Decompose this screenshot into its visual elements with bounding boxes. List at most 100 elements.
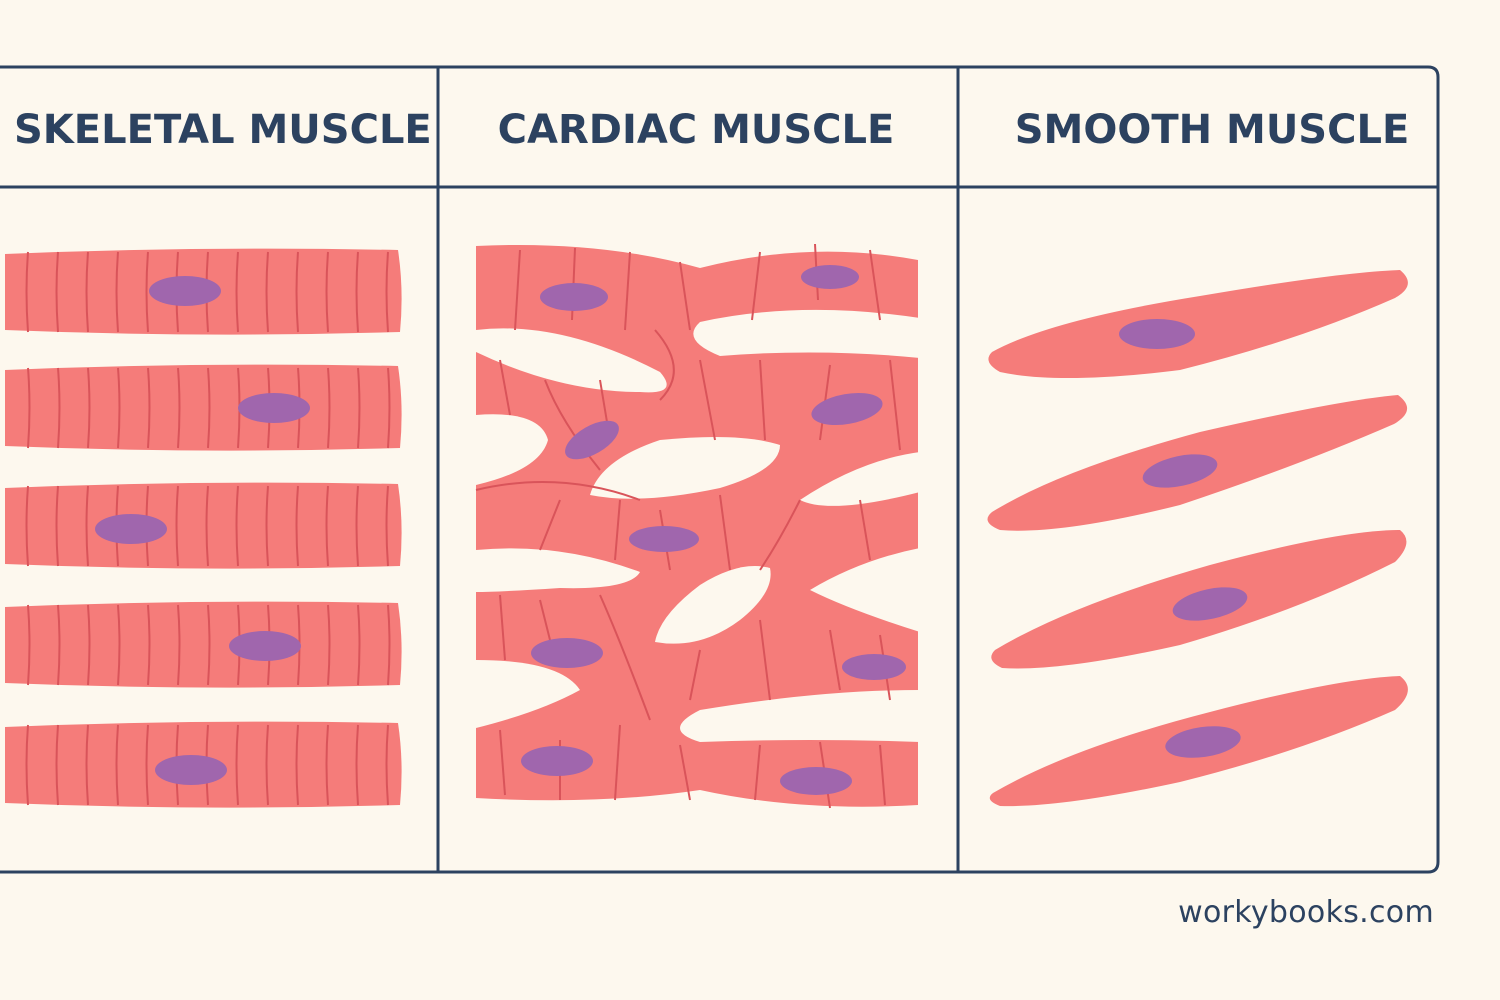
skeletal-striation bbox=[27, 367, 31, 449]
skeletal-striation bbox=[325, 485, 329, 567]
cardiac-nucleus bbox=[565, 420, 619, 460]
cardiac-branch-line bbox=[544, 379, 601, 471]
cardiac-branch-line bbox=[475, 481, 641, 501]
cardiac-muscle-title: CARDIAC MUSCLE bbox=[498, 107, 895, 153]
skeletal-striation bbox=[115, 724, 119, 806]
cardiac-nucleus bbox=[540, 283, 608, 311]
cardiac-branch-line bbox=[829, 629, 841, 691]
skeletal-striation bbox=[55, 724, 59, 806]
skeletal-striation bbox=[325, 251, 329, 333]
skeletal-striation bbox=[235, 251, 239, 333]
cardiac-nucleus bbox=[801, 265, 859, 289]
skeletal-striation bbox=[55, 485, 59, 567]
site-credit: workybooks.com bbox=[1178, 895, 1434, 930]
skeletal-striation bbox=[265, 251, 269, 333]
cardiac-gap bbox=[476, 328, 667, 393]
skeletal-striation bbox=[265, 485, 269, 567]
smooth-cell bbox=[988, 270, 1408, 379]
skeletal-striation bbox=[25, 485, 29, 567]
cardiac-branch-line bbox=[879, 744, 886, 806]
skeletal-muscle-panel bbox=[5, 248, 402, 808]
smooth-nucleus bbox=[1172, 587, 1248, 621]
smooth-nucleus bbox=[1119, 319, 1195, 349]
cardiac-nucleus bbox=[629, 526, 699, 552]
cardiac-branch-line bbox=[759, 499, 801, 571]
cardiac-branch-line bbox=[689, 649, 701, 701]
cardiac-gap bbox=[693, 309, 920, 358]
skeletal-nucleus bbox=[149, 276, 221, 306]
skeletal-striation bbox=[177, 604, 181, 686]
cardiac-gap bbox=[680, 690, 920, 742]
skeletal-striation bbox=[87, 367, 91, 449]
skeletal-striation bbox=[145, 724, 149, 806]
skeletal-striation bbox=[55, 251, 59, 333]
skeletal-striation bbox=[295, 724, 299, 806]
cardiac-nucleus bbox=[521, 746, 593, 776]
skeletal-nucleus bbox=[229, 631, 301, 661]
cardiac-branch-line bbox=[759, 359, 766, 441]
skeletal-striation bbox=[117, 367, 121, 449]
skeletal-striation bbox=[387, 367, 391, 449]
skeletal-striation bbox=[57, 367, 61, 449]
skeletal-striation bbox=[265, 724, 269, 806]
skeletal-striation bbox=[235, 485, 239, 567]
skeletal-striation bbox=[325, 724, 329, 806]
skeletal-striation bbox=[355, 724, 359, 806]
skeletal-striation bbox=[387, 604, 391, 686]
skeletal-striation bbox=[295, 251, 299, 333]
skeletal-striation bbox=[147, 367, 151, 449]
cardiac-gap bbox=[590, 436, 780, 499]
skeletal-muscle-title: SKELETAL MUSCLE bbox=[14, 107, 432, 153]
cardiac-nucleus bbox=[780, 767, 852, 795]
cardiac-branch-line bbox=[719, 494, 731, 571]
skeletal-striation bbox=[207, 604, 211, 686]
skeletal-striation bbox=[327, 367, 331, 449]
skeletal-striation bbox=[27, 604, 31, 686]
cardiac-branch-line bbox=[759, 619, 771, 701]
skeletal-nucleus bbox=[155, 755, 227, 785]
skeletal-striation bbox=[57, 604, 61, 686]
skeletal-striation bbox=[177, 367, 181, 449]
cardiac-branch-line bbox=[679, 744, 691, 801]
cardiac-branch-line bbox=[599, 594, 651, 721]
frame-outline bbox=[0, 65, 1440, 874]
skeletal-striation bbox=[357, 604, 361, 686]
skeletal-striation bbox=[145, 251, 149, 333]
cardiac-nucleus bbox=[531, 638, 603, 668]
skeletal-fiber bbox=[5, 601, 402, 688]
skeletal-striation bbox=[147, 604, 151, 686]
skeletal-striation bbox=[25, 251, 29, 333]
skeletal-striation bbox=[385, 251, 389, 333]
skeletal-striation bbox=[235, 724, 239, 806]
skeletal-nucleus bbox=[238, 393, 310, 423]
smooth-nucleus bbox=[1165, 726, 1241, 758]
table-frame bbox=[0, 65, 1440, 874]
cardiac-gap bbox=[800, 452, 920, 506]
cardiac-branch-line bbox=[614, 499, 621, 561]
cardiac-nucleus bbox=[842, 654, 906, 680]
skeletal-striation bbox=[205, 485, 209, 567]
skeletal-fiber bbox=[5, 364, 402, 451]
cardiac-branch-line bbox=[679, 261, 691, 331]
skeletal-striation bbox=[25, 724, 29, 806]
cardiac-gap bbox=[476, 660, 580, 728]
cardiac-branch-line bbox=[499, 359, 511, 416]
skeletal-striation bbox=[115, 251, 119, 333]
smooth-nucleus bbox=[1142, 454, 1218, 488]
cardiac-muscle-panel bbox=[475, 243, 920, 809]
smooth-muscle-title: SMOOTH MUSCLE bbox=[1015, 107, 1410, 153]
cardiac-branch-line bbox=[514, 249, 521, 331]
cardiac-branch-line bbox=[539, 499, 561, 551]
skeletal-striation bbox=[85, 724, 89, 806]
skeletal-striation bbox=[87, 604, 91, 686]
cardiac-nucleus bbox=[811, 392, 883, 426]
skeletal-striation bbox=[175, 485, 179, 567]
skeletal-striation bbox=[327, 604, 331, 686]
skeletal-nucleus bbox=[95, 514, 167, 544]
cardiac-branch-line bbox=[869, 249, 881, 321]
cardiac-gap bbox=[810, 548, 920, 632]
skeletal-striation bbox=[117, 604, 121, 686]
cardiac-branch-line bbox=[499, 594, 506, 661]
